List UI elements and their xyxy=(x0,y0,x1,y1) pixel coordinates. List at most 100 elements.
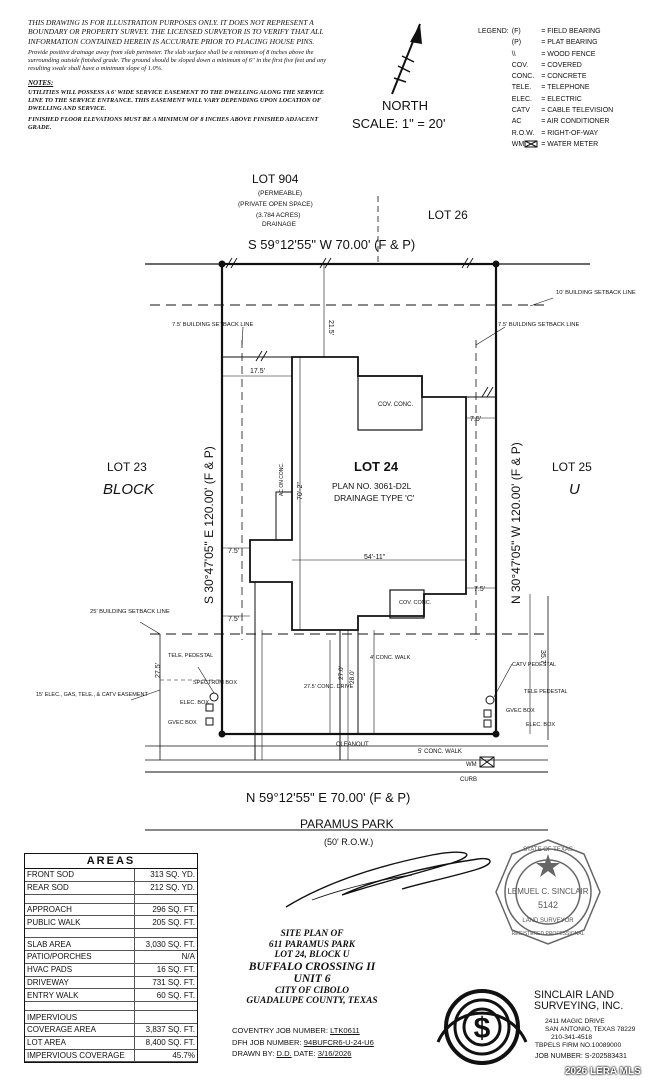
drainage-text: Provide positive drainage away from slab… xyxy=(28,49,327,73)
legend-desc: = RIGHT-OF-WAY xyxy=(541,129,599,137)
legend-code: (F) xyxy=(511,28,521,35)
lot-24-label: LOT 24 xyxy=(354,459,399,474)
area-value: 3,837 SQ. FT. xyxy=(134,1023,197,1037)
legend-desc: = AIR CONDITIONER xyxy=(541,118,610,126)
legend-code: CATV xyxy=(511,107,530,115)
front-porch xyxy=(389,589,425,619)
front-bearing: N 59°12'55" E 70.00' (F & P) xyxy=(246,790,410,805)
job-info: COVENTRY JOB NUMBER: LTK0611 DFH JOB NUM… xyxy=(232,1025,374,1060)
ac-on-conc-label: AC ON CONC. xyxy=(279,463,285,496)
west-bearing: S 30°47'05" E 120.00' (F & P) xyxy=(202,446,216,604)
address-line-1: 2411 MAGIC DRIVE xyxy=(545,1018,605,1025)
area-label: DRIVEWAY xyxy=(25,976,135,990)
svg-text:$: $ xyxy=(474,1012,491,1045)
area-value: 8,400 SQ. FT. xyxy=(134,1036,197,1050)
seal-number: 5142 xyxy=(538,900,558,910)
title-unit: UNIT 6 xyxy=(293,972,331,986)
title-block: SITE PLAN OF 611 PARAMUS PARK LOT 24, BL… xyxy=(222,929,402,1007)
drawn-value: D.D. xyxy=(276,1049,292,1058)
easement-label: 15' ELEC., GAS, TELE., & CATV EASEMENT xyxy=(36,692,148,698)
legend-desc: = COVERED xyxy=(541,61,582,69)
drawn-label: DRAWN BY: xyxy=(232,1049,275,1058)
porch-cov-conc-label: COV. CONC. xyxy=(399,600,432,606)
legend: LEGEND:(F)= FIELD BEARING (P)= PLAT BEAR… xyxy=(478,26,616,150)
legend-desc: = CONCRETE xyxy=(541,73,587,81)
legend-code-wm: WM xyxy=(512,139,541,150)
area-value: 60 SQ. FT. xyxy=(134,988,197,1003)
permeable-label: (PERMEABLE) xyxy=(258,190,302,197)
lot-boundary xyxy=(220,262,498,736)
lot-26-label: LOT 26 xyxy=(428,208,468,222)
company-name-2: SURVEYING, INC. xyxy=(534,1000,624,1012)
dim-7-5-left-mid: 7.5' xyxy=(228,548,239,555)
note-utilities: UTILITIES WILL POSSESS A 6' WIDE SERVICE… xyxy=(28,88,324,112)
area-value: 313 SQ. YD. xyxy=(134,869,197,882)
dim-17-5: 17.5' xyxy=(250,368,265,375)
notes-heading: NOTES: xyxy=(28,79,54,88)
company-name: SINCLAIR LAND SURVEYING, INC. xyxy=(534,990,623,1012)
seal-prof-line: REGISTERED PROFESSIONAL xyxy=(512,931,585,937)
title-subdivision: BUFFALO CROSSING II xyxy=(248,959,376,973)
area-label: HVAC PADS xyxy=(25,963,135,977)
legend-desc: = CABLE TELEVISION xyxy=(541,107,614,115)
spectrum-box-label: SPECTRUM BOX xyxy=(193,680,237,686)
mls-watermark: 2026 LERA MLS xyxy=(565,1066,641,1077)
area-label: LOT AREA xyxy=(25,1036,135,1050)
title-line: GUADALUPE COUNTY, TEXAS xyxy=(246,996,378,1007)
area-label: APPROACH xyxy=(25,903,135,917)
date-value: 3/16/2026 xyxy=(317,1049,352,1058)
company-address: 2411 MAGIC DRIVE SAN ANTONIO, TEXAS 7822… xyxy=(535,1018,636,1050)
address-line-2: SAN ANTONIO, TEXAS 78229 xyxy=(545,1026,636,1033)
seal-profession: LAND SURVEYOR xyxy=(522,918,574,924)
lot-25-label: LOT 25 xyxy=(552,460,592,474)
company-tbpels: TBPELS FIRM NO.10089000 xyxy=(535,1042,622,1049)
legend-title: LEGEND: xyxy=(478,28,509,35)
disclaimer-block: THIS DRAWING IS FOR ILLUSTRATION PURPOSE… xyxy=(28,18,338,135)
disclaimer-text: THIS DRAWING IS FOR ILLUSTRATION PURPOSE… xyxy=(28,18,324,46)
elec-box-left: ELEC. BOX xyxy=(180,700,209,706)
title-line: SITE PLAN OF xyxy=(280,929,344,939)
legend-desc: = WATER METER xyxy=(541,140,599,148)
open-space-label: (PRIVATE OPEN SPACE) xyxy=(238,201,313,208)
area-value: 205 SQ. FT. xyxy=(134,915,197,930)
area-value: N/A xyxy=(134,950,197,964)
company-name-1: SINCLAIR LAND xyxy=(534,989,615,1001)
surveyor-signature xyxy=(285,851,491,908)
dim-27-5: 27.5' xyxy=(155,663,162,678)
legend-code: AC xyxy=(511,118,522,126)
cov-conc-label: COV. CONC. xyxy=(378,402,413,408)
title-line: 611 PARAMUS PARK xyxy=(268,939,356,950)
front-setback-label: 25' BUILDING SETBACK LINE xyxy=(90,609,170,615)
row-label: (50' R.O.W.) xyxy=(324,837,373,847)
north-label: NORTH xyxy=(382,98,428,113)
block-u-label: U xyxy=(569,481,580,498)
dim-7-5-right-top: 7.5' xyxy=(470,416,481,423)
title-line: CITY OF CIBOLO xyxy=(275,985,349,996)
job-number: JOB NUMBER: S-202583431 xyxy=(535,1053,627,1060)
legend-code: COV. xyxy=(511,61,529,69)
gvec-box-left: GVEC BOX xyxy=(168,720,197,726)
legend-desc: = ELECTRIC xyxy=(541,95,582,103)
conc-walk-4-label: 4' CONC. WALK xyxy=(370,655,411,661)
area-label: PUBLIC WALK xyxy=(25,915,135,930)
job-number-value: S-202583431 xyxy=(584,1053,627,1060)
covered-patio xyxy=(357,375,423,431)
area-label: IMPERVIOUS xyxy=(25,1010,135,1024)
dim-7-5-left-bottom: 7.5' xyxy=(228,616,239,623)
plan-number: PLAN NO. 3061-D2L xyxy=(332,481,412,491)
legend-desc: = FIELD BEARING xyxy=(541,28,601,35)
dim-35-7: 35.7' xyxy=(539,650,546,665)
legend-code: TELE. xyxy=(511,84,532,92)
legend-code: CONC. xyxy=(511,73,535,81)
legend-desc: = TELEPHONE xyxy=(541,84,590,92)
dim-70-2: 70'-2" xyxy=(297,482,304,500)
legend-code: (P) xyxy=(511,39,522,47)
gvec-box-right: GVEC BOX xyxy=(506,708,535,714)
dim-rear: 21.5' xyxy=(327,320,334,335)
cleanout-label: CLEANOUT xyxy=(336,742,369,748)
surveyor-seal: LEMUEL C. SINCLAIR 5142 LAND SURVEYOR ST… xyxy=(495,839,601,945)
area-value xyxy=(134,1010,197,1024)
block-label: BLOCK xyxy=(103,481,155,498)
legend-desc: = WOOD FENCE xyxy=(541,50,596,58)
